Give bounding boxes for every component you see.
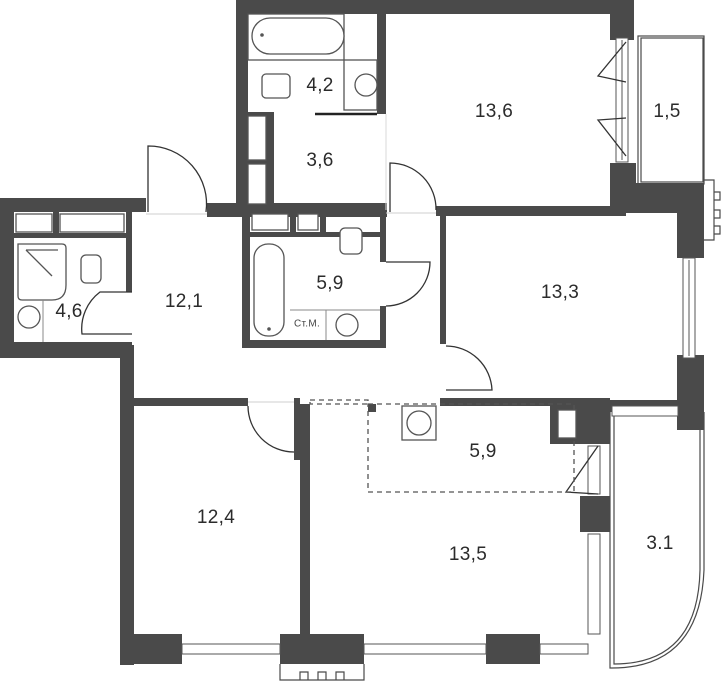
bathroom-top-fixtures — [247, 13, 378, 116]
room-area-bedroom-top: 13,6 — [474, 101, 514, 122]
storage-shelves — [15, 115, 577, 439]
kitchen-sink — [401, 405, 437, 441]
loggia-bottom — [609, 412, 705, 669]
room-area-kitchen: 5,9 — [469, 441, 497, 462]
room-area-wc-left: 4,6 — [55, 301, 83, 322]
room-area-loggia-bottom: 3.1 — [646, 533, 674, 554]
wc-left-fixtures — [17, 243, 102, 342]
walls — [0, 0, 704, 665]
openings — [146, 114, 436, 403]
room-area-bathroom-top: 4,2 — [306, 75, 334, 96]
room-area-bathroom-center: 5,9 — [316, 273, 344, 294]
room-area-hall: 12,1 — [164, 291, 204, 312]
room-area-loggia-top: 1,5 — [653, 101, 681, 122]
room-area-living-room: 13,5 — [448, 544, 488, 565]
room-area-bedroom-right: 13,3 — [540, 282, 580, 303]
windows — [181, 37, 696, 681]
loggia-top — [637, 35, 721, 241]
kitchen-zone — [367, 403, 575, 493]
bathroom-center-fixtures — [253, 227, 380, 340]
washing-machine-label: Ст.М. — [293, 318, 321, 330]
room-area-storage: 3,6 — [306, 150, 334, 171]
room-area-bedroom-bottom-left: 12,4 — [196, 507, 236, 528]
